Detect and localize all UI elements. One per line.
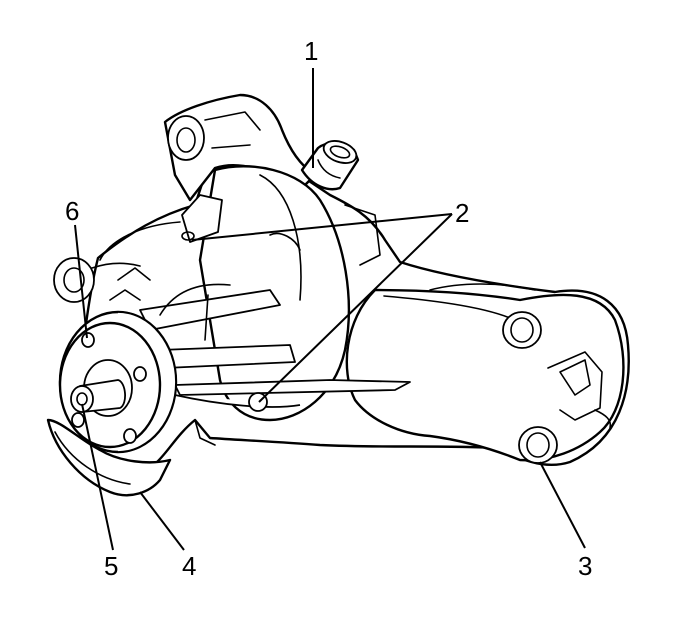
callout-6: 6 — [65, 196, 79, 226]
leader-4 — [139, 491, 185, 551]
leader-3 — [539, 461, 586, 549]
callout-2: 2 — [455, 198, 469, 228]
leader-5 — [81, 403, 114, 551]
callout-1: 1 — [304, 36, 318, 66]
callout-3: 3 — [578, 551, 592, 581]
leader-lines — [74, 68, 586, 551]
shaft — [70, 379, 126, 413]
leader-2a — [191, 213, 453, 241]
hose-nipple — [300, 140, 360, 191]
callout-4: 4 — [182, 551, 196, 581]
leader-6 — [74, 224, 88, 339]
callout-5: 5 — [104, 551, 118, 581]
leader-2b — [258, 213, 453, 403]
callouts: 1 2 3 4 5 6 — [65, 36, 592, 581]
